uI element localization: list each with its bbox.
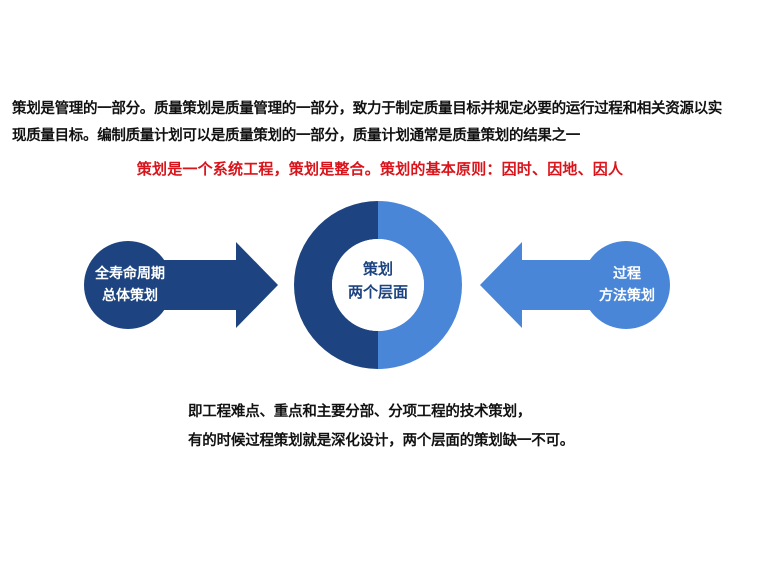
right-arrow-shape (480, 242, 622, 328)
footer-line-2: 有的时候过程策划就是深化设计，两个层面的策划缺一不可。 (188, 433, 575, 449)
center-label: 策划 两个层面 (328, 258, 428, 304)
left-arrow-label-line-2: 总体策划 (102, 288, 158, 304)
right-arrow-label-line-2: 方法策划 (599, 288, 655, 304)
right-arrow-cap (582, 241, 670, 329)
footer-line-1: 即工程难点、重点和主要分部、分项工程的技术策划， (188, 404, 532, 420)
ring-left-half (294, 201, 378, 369)
right-arrow-label: 过程 方法策划 (584, 263, 670, 307)
ring-right-half (378, 201, 462, 369)
left-arrow-label-line-1: 全寿命周期 (95, 266, 165, 282)
principle-heading: 策划是一个系统工程，策划是整合。策划的基本原则：因时、因地、因人 (136, 160, 624, 178)
intro-line-1: 策划是管理的一部分。质量策划是质量管理的一部分，致力于制定质量目标并规定必要的运… (12, 101, 722, 117)
intro-paragraph: 策划是管理的一部分。质量策划是质量管理的一部分，致力于制定质量目标并规定必要的运… (12, 96, 750, 150)
footer-paragraph: 即工程难点、重点和主要分部、分项工程的技术策划， 有的时候过程策划就是深化设计，… (188, 398, 708, 456)
ring-center (332, 239, 424, 331)
center-label-line-2: 两个层面 (347, 283, 408, 301)
left-arrow-cap (84, 241, 172, 329)
intro-line-2: 现质量目标。编制质量计划可以是质量策划的一部分，质量计划通常是质量策划的结果之一 (12, 128, 580, 144)
left-arrow-label: 全寿命周期 总体策划 (82, 263, 178, 307)
right-arrow-label-line-1: 过程 (613, 266, 641, 282)
center-label-line-1: 策划 (362, 260, 393, 278)
